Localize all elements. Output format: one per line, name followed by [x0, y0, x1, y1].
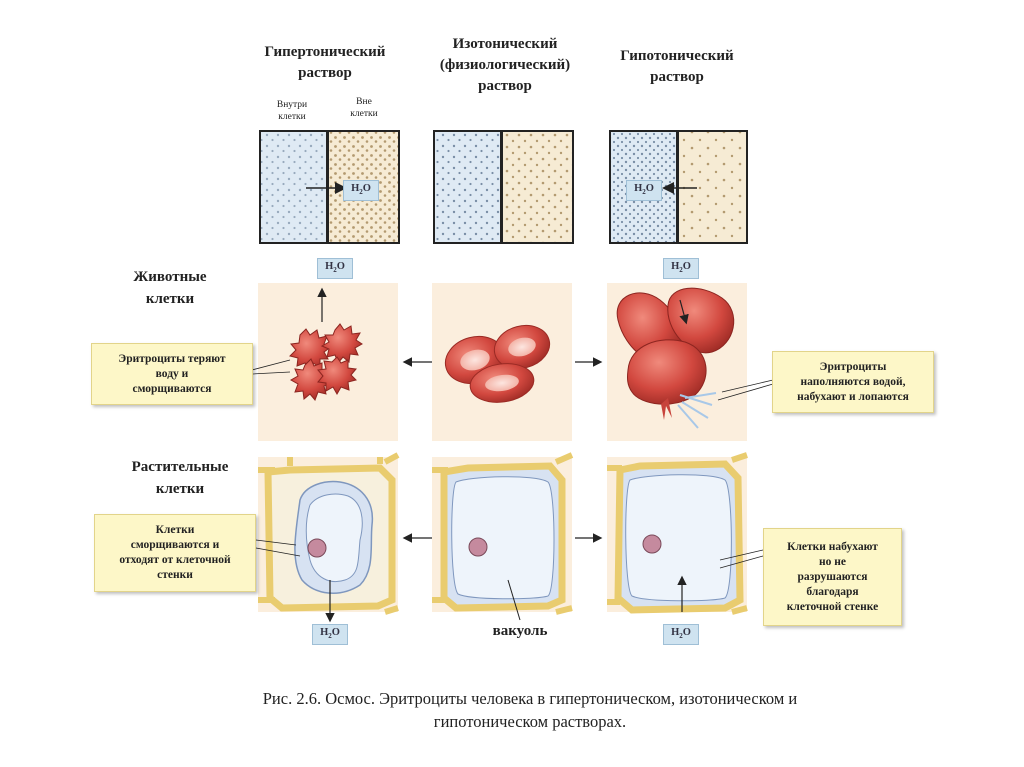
- beaker-hypotonic: [609, 130, 748, 244]
- water-label-animal-hypotonic: H2O: [663, 258, 699, 280]
- plant-cell-isotonic: [432, 452, 574, 615]
- water-label-animal-hypertonic: H2O: [317, 258, 353, 280]
- plant-cell-hypotonic: [607, 452, 748, 615]
- normal-erythrocytes: [444, 324, 551, 403]
- plant-cell-hypertonic: [258, 452, 400, 615]
- figure-caption: Рис. 2.6. Осмос. Эритроциты человека в г…: [262, 689, 798, 731]
- vacuole-label: вакуоль: [492, 623, 548, 639]
- beaker-isotonic: [433, 130, 574, 244]
- water-label-plant-hypertonic: H2O: [312, 624, 348, 646]
- header-isotonic: Изотонический(физиологический)раствор: [439, 36, 571, 94]
- crenated-erythrocytes: [289, 323, 363, 401]
- water-label-hypotonic-beaker: H2O: [626, 180, 662, 202]
- water-label-hypertonic-beaker: H2O: [343, 180, 379, 202]
- swollen-erythrocytes: [616, 287, 735, 429]
- water-label-plant-hypotonic: H2O: [663, 624, 699, 646]
